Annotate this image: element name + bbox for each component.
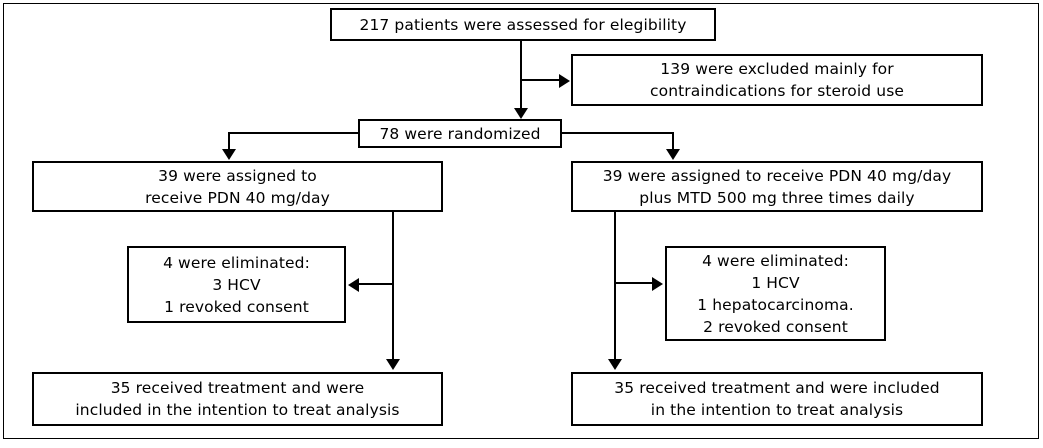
node-eliminated-right-line-2: 1 HCV	[751, 273, 800, 292]
connector-assessed-trunk	[520, 41, 522, 112]
node-final-right-line-1: 35 received treatment and were included	[614, 379, 940, 397]
figure-border	[3, 3, 1039, 439]
node-assigned-pdn-plus-mtd-line-2: plus MTD 500 mg three times daily	[639, 188, 915, 207]
arrow-to-excluded	[559, 74, 570, 88]
node-eliminated-right: 4 were eliminated: 1 HCV 1 hepatocarcino…	[665, 246, 886, 341]
node-eliminated-right-line-3: 1 hepatocarcinoma.	[697, 295, 854, 314]
node-assigned-pdn-plus-mtd: 39 were assigned to receive PDN 40 mg/da…	[571, 161, 983, 212]
node-final-left-line-2: included in the intention to treat analy…	[75, 401, 400, 419]
node-randomized-line-1: 78 were randomized	[379, 124, 541, 143]
connector-randomized-right-bus	[561, 132, 674, 134]
node-eliminated-left-line-1: 4 were eliminated:	[163, 253, 310, 272]
arrow-to-final-left	[386, 359, 400, 370]
node-eliminated-left: 4 were eliminated: 3 HCV 1 revoked conse…	[127, 246, 346, 323]
arrow-to-assigned-right	[666, 149, 680, 160]
arrow-to-assigned-left	[222, 149, 236, 160]
connector-left-to-eliminated	[359, 283, 393, 285]
arrow-to-eliminated-right	[652, 277, 663, 291]
node-excluded: 139 were excluded mainly for contraindic…	[571, 54, 983, 106]
node-eliminated-left-line-3: 1 revoked consent	[164, 297, 309, 316]
node-assigned-pdn-line-2: receive PDN 40 mg/day	[145, 188, 330, 207]
node-eliminated-right-line-4: 2 revoked consent	[703, 317, 848, 336]
connector-right-spine	[614, 212, 616, 361]
node-assigned-pdn-line-1: 39 were assigned to	[158, 166, 317, 185]
node-assigned-pdn-plus-mtd-line-1: 39 were assigned to receive PDN 40 mg/da…	[602, 166, 952, 185]
node-excluded-line-2: contraindications for steroid use	[649, 82, 905, 100]
connector-randomized-left-bus	[228, 132, 359, 134]
connector-trunk-to-excluded	[520, 79, 561, 81]
connector-left-spine	[392, 212, 394, 361]
node-final-left-line-1: 35 received treatment and were	[110, 379, 365, 397]
connector-randomized-left-drop	[228, 132, 230, 151]
node-assigned-pdn: 39 were assigned to receive PDN 40 mg/da…	[32, 161, 443, 212]
node-excluded-line-1: 139 were excluded mainly for	[660, 60, 894, 78]
connector-right-to-eliminated	[614, 282, 654, 284]
node-final-right: 35 received treatment and were included …	[571, 372, 983, 426]
node-eliminated-right-line-1: 4 were eliminated:	[702, 251, 849, 270]
node-assessed-for-eligibility: 217 patients were assessed for elegibili…	[330, 8, 716, 41]
arrow-to-final-right	[608, 359, 622, 370]
arrow-to-eliminated-left	[348, 278, 359, 292]
node-final-left: 35 received treatment and were included …	[32, 372, 443, 426]
node-assessed-line-1: 217 patients were assessed for elegibili…	[359, 15, 687, 34]
node-randomized: 78 were randomized	[358, 119, 562, 148]
node-final-right-line-2: in the intention to treat analysis	[650, 401, 904, 419]
node-eliminated-left-line-2: 3 HCV	[212, 275, 261, 294]
connector-randomized-right-drop	[672, 132, 674, 151]
arrow-assessed-to-randomized	[514, 108, 528, 119]
